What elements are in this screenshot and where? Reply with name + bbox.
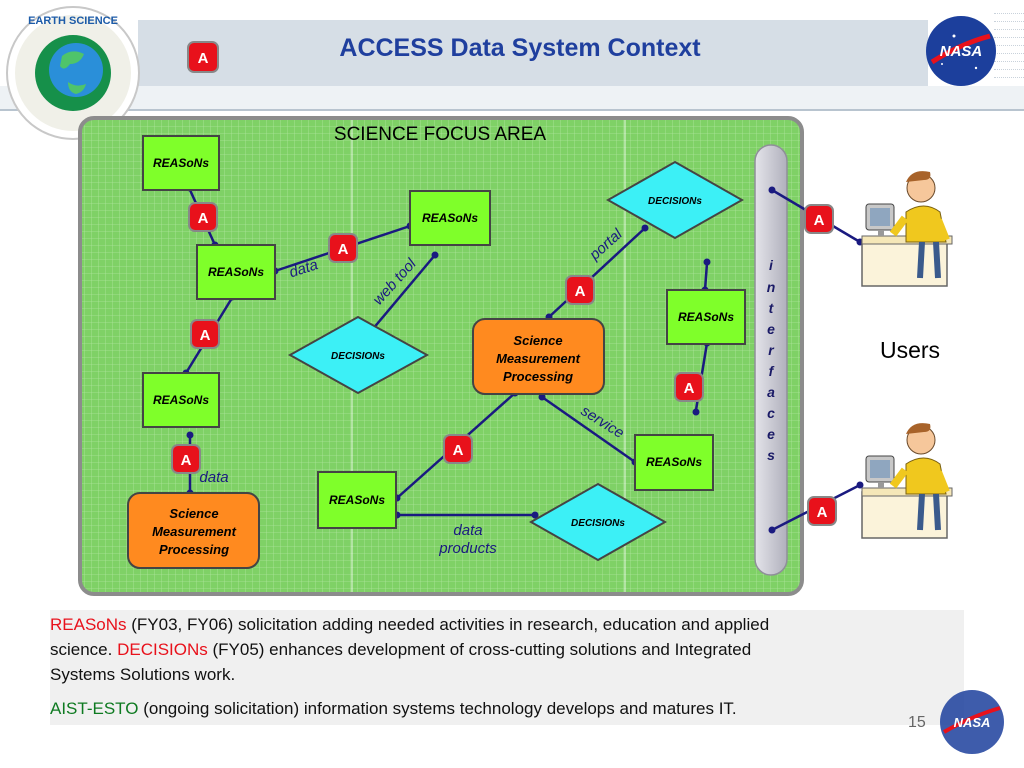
svg-text:A: A (198, 50, 209, 67)
title-a-badge: A (187, 41, 219, 73)
nasa-logo-small: NASA (940, 690, 1004, 754)
reasons-box-6: REASoNs (634, 434, 714, 491)
svg-text:REASoNs: REASoNs (678, 310, 734, 324)
a-badge-7: A (443, 434, 473, 464)
user-at-computer-1 (861, 171, 953, 287)
svg-text:REASoNs: REASoNs (153, 156, 209, 170)
svg-text:REASoNs: REASoNs (329, 493, 385, 507)
science-focus-area-label: SCIENCE FOCUS AREA (334, 124, 547, 145)
nasa-logo-text: NASA (940, 43, 983, 60)
svg-text:A: A (814, 212, 825, 229)
svg-text:c: c (767, 405, 775, 421)
a-badge-3: A (190, 319, 220, 349)
description-line-2: science. DECISIONs (FY05) enhances devel… (50, 640, 752, 659)
svg-text:s: s (767, 447, 775, 463)
svg-text:i: i (769, 257, 774, 273)
slide-title: ACCESS Data System Context (339, 34, 701, 62)
header-decoration (994, 10, 1024, 90)
science-focus-area-panel (78, 116, 804, 596)
svg-text:Science: Science (169, 506, 218, 521)
svg-text:A: A (575, 283, 586, 300)
svg-text:DECISIONs: DECISIONs (648, 196, 702, 207)
reasons-box-5: REASoNs (666, 289, 746, 345)
svg-text:A: A (684, 380, 695, 397)
svg-text:n: n (767, 279, 776, 295)
nasa-logo: NASA (926, 16, 996, 86)
svg-text:e: e (767, 321, 775, 337)
decisions-diamond-1: DECISIONs (605, 160, 745, 240)
svg-text:REASoNs: REASoNs (208, 265, 264, 279)
reasons-term: REASoNs (50, 615, 127, 634)
svg-text:A: A (198, 210, 209, 227)
svg-text:A: A (453, 442, 464, 459)
decisions-diamond-3: DECISIONs (528, 482, 668, 562)
svg-text:A: A (338, 241, 349, 258)
page-number: 15 (908, 714, 926, 731)
svg-text:r: r (768, 342, 775, 358)
interfaces-bar (754, 144, 788, 576)
header-divider (0, 109, 1024, 111)
reasons-box-2: REASoNs (196, 244, 276, 300)
users-label: Users (880, 337, 940, 363)
svg-text:DECISIONs: DECISIONs (331, 351, 385, 362)
reasons-box-7: REASoNs (317, 471, 397, 529)
svg-text:REASoNs: REASoNs (422, 211, 478, 225)
svg-text:DECISIONs: DECISIONs (571, 518, 625, 529)
svg-text:Science: Science (513, 333, 562, 348)
description-line-3: Systems Solutions work. (50, 665, 236, 684)
a-badge-8: A (804, 204, 834, 234)
edge-label-data-products-1: data (453, 522, 482, 539)
svg-text:REASoNs: REASoNs (153, 393, 209, 407)
a-badge-1: A (188, 202, 218, 232)
header-stripe (0, 86, 1024, 110)
decisions-diamond-2: DECISIONs (287, 315, 430, 395)
svg-text:A: A (817, 504, 828, 521)
reasons-box-3: REASoNs (142, 372, 220, 428)
processing-box-center: Science Measurement Processing (472, 318, 605, 395)
svg-text:a: a (767, 384, 775, 400)
svg-text:Measurement: Measurement (152, 524, 236, 539)
svg-text:Measurement: Measurement (496, 351, 580, 366)
edge-label-data-products-2: products (438, 540, 497, 557)
description-line-4: AIST-ESTO (ongoing solicitation) informa… (50, 699, 737, 718)
processing-box-left: Science Measurement Processing (127, 492, 260, 569)
a-badge-6: A (674, 372, 704, 402)
svg-text:e: e (767, 426, 775, 442)
svg-text:NASA: NASA (954, 715, 991, 730)
svg-text:REASoNs: REASoNs (646, 455, 702, 469)
description-line-1: REASoNs (FY03, FY06) solicitation adding… (50, 615, 770, 634)
reasons-box-1: REASoNs (142, 135, 220, 191)
svg-text:t: t (769, 300, 775, 316)
a-badge-2: A (328, 233, 358, 263)
a-badge-9: A (807, 496, 837, 526)
svg-text:f: f (769, 363, 775, 379)
aist-esto-term: AIST-ESTO (50, 699, 139, 718)
svg-text:A: A (181, 452, 192, 469)
user-at-computer-2 (861, 423, 953, 539)
svg-text:A: A (200, 327, 211, 344)
earth-science-logo-text: EARTH SCIENCE (28, 15, 118, 27)
description-box (50, 610, 964, 725)
a-badge-4: A (171, 444, 201, 474)
decisions-term: DECISIONs (117, 640, 208, 659)
svg-text:Processing: Processing (503, 369, 573, 384)
svg-text:Processing: Processing (159, 542, 229, 557)
a-badge-5: A (565, 275, 595, 305)
earth-science-logo: EARTH SCIENCE (6, 6, 140, 140)
reasons-box-4: REASoNs (409, 190, 491, 246)
edge-label-data-bottom: data (199, 469, 228, 486)
interfaces-label: i n t e r f a c e s (767, 257, 776, 463)
title-bar (138, 20, 928, 86)
